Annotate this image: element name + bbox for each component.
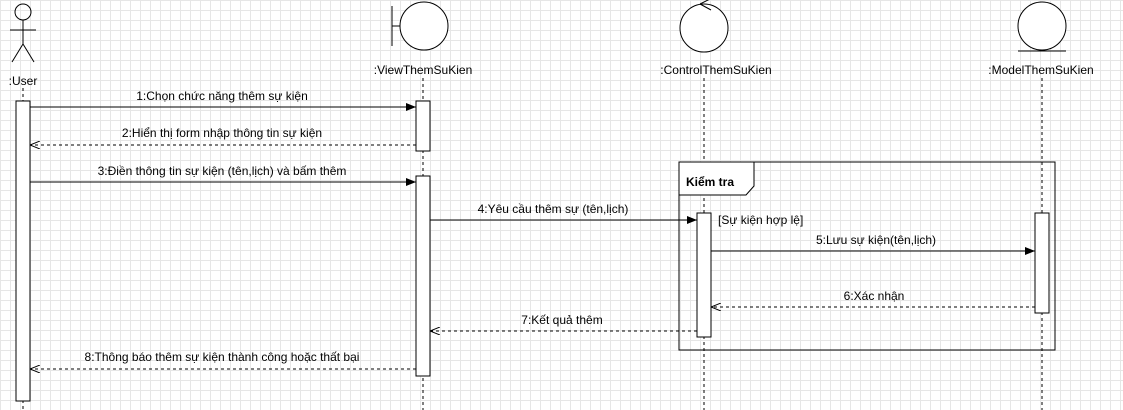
combined-fragment: [678, 161, 1056, 351]
message-5-label: 5:Lưu sự kiện(tên,lịch): [816, 233, 936, 247]
activation-user: [15, 100, 31, 402]
fragment-guard-label: [Sự kiện hợp lệ]: [718, 213, 803, 227]
message-7-label: 7:Kết quả thêm: [521, 313, 602, 327]
message-3-label: 3:Điền thông tin sự kiện (tên,lịch) và b…: [98, 164, 347, 178]
actor-user-icon[interactable]: [10, 3, 36, 63]
activation-model: [1034, 212, 1050, 314]
boundary-view-icon[interactable]: [391, 1, 449, 51]
control-icon[interactable]: [679, 0, 729, 53]
message-1-label: 1:Chọn chức năng thêm sự kiện: [136, 89, 308, 103]
activation-view-1: [415, 100, 431, 152]
participant-model-label: :ModelThemSuKien: [988, 63, 1093, 77]
fragment-operator-label: Kiểm tra: [686, 175, 734, 189]
message-8-label: 8:Thông báo thêm sự kiện thành công hoặc…: [85, 350, 360, 364]
activation-control: [696, 212, 712, 338]
message-6-label: 6:Xác nhận: [844, 289, 905, 303]
participant-control-label: :ControlThemSuKien: [660, 63, 771, 77]
participant-view-label: :ViewThemSuKien: [374, 63, 473, 77]
entity-model-icon[interactable]: [1017, 1, 1067, 52]
participant-user-label: :User: [9, 74, 38, 88]
message-4-label: 4:Yêu cầu thêm sự (tên,lịch): [478, 202, 629, 216]
activation-view-2: [415, 175, 431, 377]
message-2-label: 2:Hiển thị form nhập thông tin sự kiện: [122, 126, 322, 140]
